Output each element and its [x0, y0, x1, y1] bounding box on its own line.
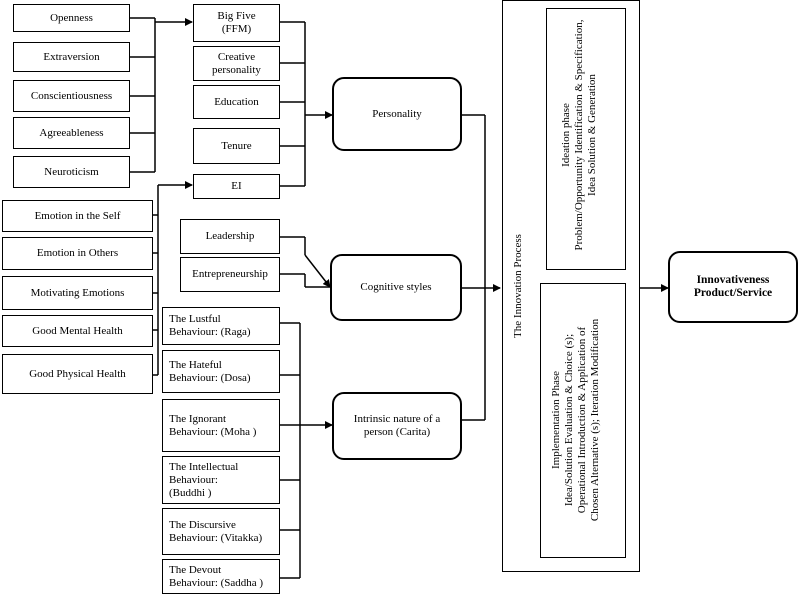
ei-motivating-emotions: Motivating Emotions: [2, 276, 153, 310]
carita-ignorant: The Ignorant Behaviour: (Moha ): [162, 399, 280, 452]
ideation-phase-text: Ideation phase Problem/Opportunity Ident…: [560, 19, 598, 251]
personality-connector: [280, 21, 333, 187]
traits-connector: [130, 17, 193, 173]
factor-education: Education: [193, 85, 280, 119]
ei-emotion-self: Emotion in the Self: [2, 200, 153, 232]
ideation-phase-box: [546, 8, 626, 270]
node-innovativeness: Innovativeness Product/Service: [668, 251, 798, 323]
implementation-phase-text: Implementation Phase Idea/Solution Evalu…: [550, 318, 601, 522]
factor-ei: EI: [193, 174, 280, 199]
carita-intellectual: The Intellectual Behaviour: (Buddhi ): [162, 456, 280, 504]
trait-openness: Openness: [13, 4, 130, 32]
carita-lustful: The Lustful Behaviour: (Raga): [162, 307, 280, 345]
process-connector: [462, 114, 501, 421]
ei-mental-health: Good Mental Health: [2, 315, 153, 347]
trait-agreeableness: Agreeableness: [13, 117, 130, 149]
carita-discursive: The Discursive Behaviour: (Vitakka): [162, 508, 280, 555]
ei-physical-health: Good Physical Health: [2, 354, 153, 394]
carita-hateful: The Hateful Behaviour: (Dosa): [162, 350, 280, 393]
innovation-process-title: The Innovation Process: [512, 234, 524, 338]
implementation-phase-box: [540, 283, 626, 558]
node-cognitive-styles: Cognitive styles: [330, 254, 462, 321]
node-personality: Personality: [332, 77, 462, 151]
trait-conscientiousness: Conscientiousness: [13, 80, 130, 112]
factor-leadership: Leadership: [180, 219, 280, 254]
ei-connector: [153, 181, 193, 376]
trait-neuroticism: Neuroticism: [13, 156, 130, 188]
cognitive-connector: [280, 236, 331, 288]
trait-extraversion: Extraversion: [13, 42, 130, 72]
node-carita: Intrinsic nature of a person (Carita): [332, 392, 462, 460]
carita-connector: [280, 322, 333, 579]
factor-creative-personality: Creative personality: [193, 46, 280, 81]
ei-emotion-others: Emotion in Others: [2, 237, 153, 270]
carita-devout: The Devout Behaviour: (Saddha ): [162, 559, 280, 594]
factor-tenure: Tenure: [193, 128, 280, 164]
factor-entrepreneurship: Entrepreneurship: [180, 257, 280, 292]
factor-big-five: Big Five (FFM): [193, 4, 280, 42]
